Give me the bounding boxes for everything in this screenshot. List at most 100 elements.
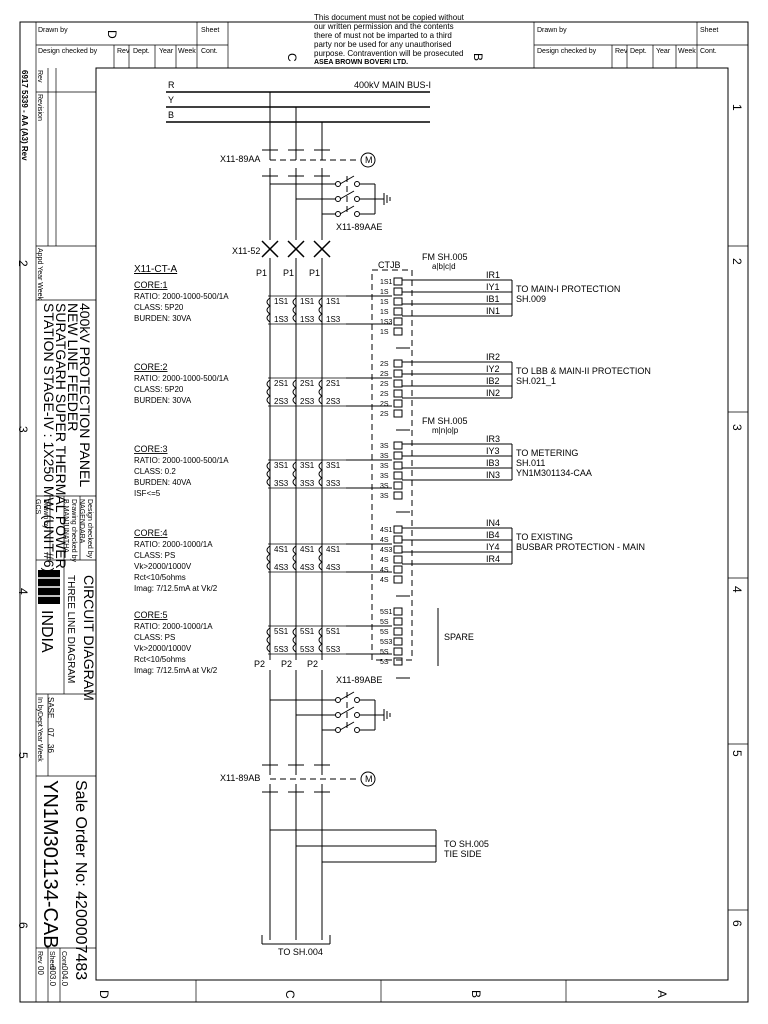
dept-col-label: Dept: [36, 712, 43, 727]
core-4-terminal-3: [393, 545, 403, 554]
phase-conductors: [269, 92, 323, 940]
core-4-wire-label-3: IY4: [486, 542, 500, 552]
core-1-s1-label-3: 1S1: [326, 297, 341, 306]
core-3-wire-label-2: IY3: [486, 446, 500, 456]
core-5-spec-5: Imag: 7/12.5mA at Vk/2: [134, 666, 218, 675]
core-2-terminal-label-2: 2S: [380, 371, 389, 378]
zone-right-4: 4: [730, 586, 744, 593]
ct-p2-b: P2: [307, 659, 318, 669]
zone-left-2: 2: [16, 260, 30, 267]
core-5-s1-label-2: 5S1: [300, 627, 315, 636]
core-4-terminal-label-6: 4S: [380, 577, 389, 584]
core-1-terminal-label-4: 1S: [380, 309, 389, 316]
core-4-spec-4: Rct<10/5ohms: [134, 573, 186, 582]
core-3-s3-label-3: 3S3: [326, 479, 341, 488]
core-4-s3-label-1: 4S3: [274, 563, 289, 572]
notice-line-2: our written permission and the contents: [314, 22, 454, 31]
core-1-s3-label-2: 1S3: [300, 315, 315, 324]
drawing-checker-name: B.MANJUNATHA: [62, 499, 69, 553]
core-1-terminal-label-2: 1S: [380, 289, 389, 296]
top-title-strip-right: Drawn by Sheet Design checked by Rev Dep…: [533, 22, 748, 68]
bottom-earth-switch-symbol: [270, 691, 391, 733]
core-4-spec-3: Vk>2000/1000V: [134, 562, 192, 571]
design-checked-label-right: Design checked by: [537, 48, 597, 55]
main-bus: [166, 91, 430, 123]
core-4-destination-1: TO EXISTING: [516, 532, 573, 542]
project-title: 400kV PROTECTION PANEL: [77, 303, 93, 487]
core-4-s3-label-3: 4S3: [326, 563, 341, 572]
core-4-s1-label-2: 4S1: [300, 545, 315, 554]
core-5-s3-label-3: 5S3: [326, 645, 341, 654]
sheet-label: Sheet: [201, 27, 219, 34]
core-2-wire-label-4: IN2: [486, 388, 500, 398]
core-5-spare-label: SPARE: [444, 632, 474, 642]
sheet-label-bottom: Sheet: [48, 951, 55, 969]
core-5-s1-label-1: 5S1: [274, 627, 289, 636]
year-label-right: Year: [656, 48, 671, 55]
dept-label: Dept.: [133, 48, 150, 55]
core-3-terminal-4: [393, 471, 403, 480]
zone-right-3: 3: [730, 424, 744, 431]
core-2-s3-label-2: 2S3: [300, 397, 315, 406]
bottom-ref-bracket: [261, 935, 331, 945]
core-4-terminal-label-3: 4S3: [380, 547, 393, 554]
core-2-terminal-6: [393, 409, 403, 418]
core-4-title: CORE:4: [134, 528, 168, 538]
core-3-spec-4: ISF<=5: [134, 489, 161, 498]
fm-ref-2-letters: m|n|o|p: [432, 426, 459, 435]
core-1-wire-label-3: IB1: [486, 294, 500, 304]
core-4-terminal-6: [393, 575, 403, 584]
core-3-terminal-label-2: 3S: [380, 453, 389, 460]
year-col-label: Year: [36, 728, 43, 743]
core-2-spec-3: BURDEN: 30VA: [134, 396, 192, 405]
rev-label-right: Rev: [615, 48, 628, 55]
left-title-block: [35, 68, 96, 1002]
core-5-s1-label-3: 5S1: [326, 627, 341, 636]
core-3-destination-3: YN1M301134-CAA: [516, 468, 592, 478]
core-1-spec-1: RATIO: 2000-1000-500/1A: [134, 292, 229, 301]
core-1-terminal-5: [393, 317, 403, 326]
core-3-s1-label-3: 3S1: [326, 461, 341, 470]
core-3-spec-3: BURDEN: 40VA: [134, 478, 192, 487]
core-4-spec-1: RATIO: 2000-1000/1A: [134, 540, 213, 549]
zone-dividers-right: [728, 245, 748, 911]
core-2-winding-3: [318, 379, 323, 405]
core-5-terminal-2: [393, 617, 403, 626]
core-4-terminal-label-2: 4S: [380, 537, 389, 544]
core-4-winding-1: [266, 545, 271, 571]
bottom-isolator-symbol: [262, 764, 376, 793]
ct-p2-y: P2: [281, 659, 292, 669]
sale-order-number: Sale Order No: 4200007483: [72, 780, 89, 980]
breaker-label: X11-52: [232, 246, 260, 256]
core-1-s1-label-2: 1S1: [300, 297, 315, 306]
sheet-border: [19, 21, 749, 1003]
core-3-terminal-label-6: 3S: [380, 493, 389, 500]
zone-top-b: B: [471, 53, 485, 61]
core-1-terminal-6: [393, 327, 403, 336]
cont-label-bottom: Cont.: [60, 951, 67, 968]
core-4-wire-label-1: IN4: [486, 518, 500, 528]
core-1-terminal-label-3: 1S: [380, 299, 389, 306]
bottom-sheet-ref: TO SH.004: [278, 947, 323, 957]
core-1-terminal-2: [393, 287, 403, 296]
core-1-terminal-4: [393, 307, 403, 316]
drawn-by-label-right: Drawn by: [537, 27, 567, 34]
core-5-spec-4: Rct<10/5ohms: [134, 655, 186, 664]
core-1-s1-label-1: 1S1: [274, 297, 289, 306]
core-4-spec-5: Imag: 7/12.5mA at Vk/2: [134, 584, 218, 593]
core-2-spec-2: CLASS: 5P20: [134, 385, 184, 394]
core-4-terminal-4: [393, 555, 403, 564]
copyright-notice: This document must not be copied without…: [314, 13, 465, 66]
core-2-s1-label-1: 2S1: [274, 379, 289, 388]
core-4-terminal-1: [393, 525, 403, 534]
drawing-number: YN1M301134-CAB: [39, 780, 61, 949]
core-1-spec-3: BURDEN: 30VA: [134, 314, 192, 323]
zone-bottom-d: D: [97, 990, 111, 999]
ct-p1-r: P1: [256, 268, 267, 278]
core-2-terminal-label-1: 2S: [380, 361, 389, 368]
project-line-2: NEW LINE FEEDER: [65, 303, 81, 431]
core-2-destination-2: SH.021_1: [516, 376, 556, 386]
core-2-s1-label-2: 2S1: [300, 379, 315, 388]
core-1-terminal-label-1: 1S1: [380, 279, 393, 286]
zone-left-5: 5: [16, 752, 30, 759]
